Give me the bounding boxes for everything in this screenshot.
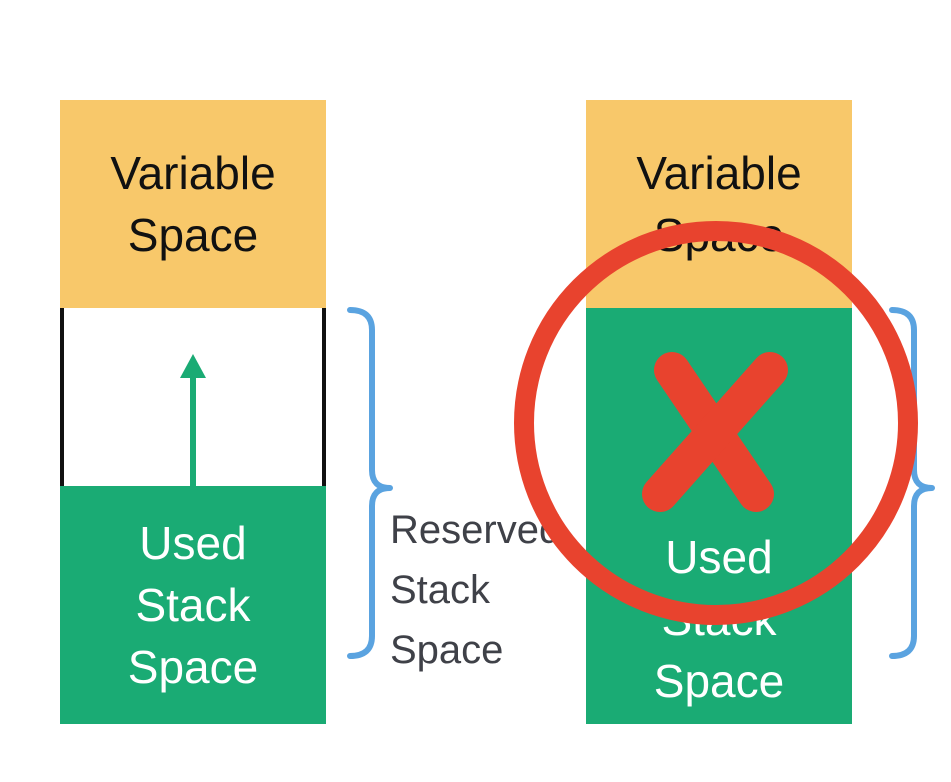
- left-variable-space-label: Variable Space: [110, 147, 276, 261]
- curly-brace-icon: [347, 307, 393, 659]
- left-variable-space: Variable Space: [60, 100, 326, 308]
- reserved-stack-space-label: Reserved Stack Space: [390, 508, 562, 672]
- arrow-up-icon: [180, 354, 206, 486]
- right-used-stack-space: Used Stack Space: [586, 308, 852, 724]
- right-variable-space: Variable Space: [586, 100, 852, 308]
- curly-brace-icon: [889, 307, 935, 659]
- left-used-stack-space: Used Stack Space: [60, 486, 326, 724]
- left-used-stack-label: Used Stack Space: [127, 517, 259, 693]
- cross-circle-icon: [514, 221, 918, 625]
